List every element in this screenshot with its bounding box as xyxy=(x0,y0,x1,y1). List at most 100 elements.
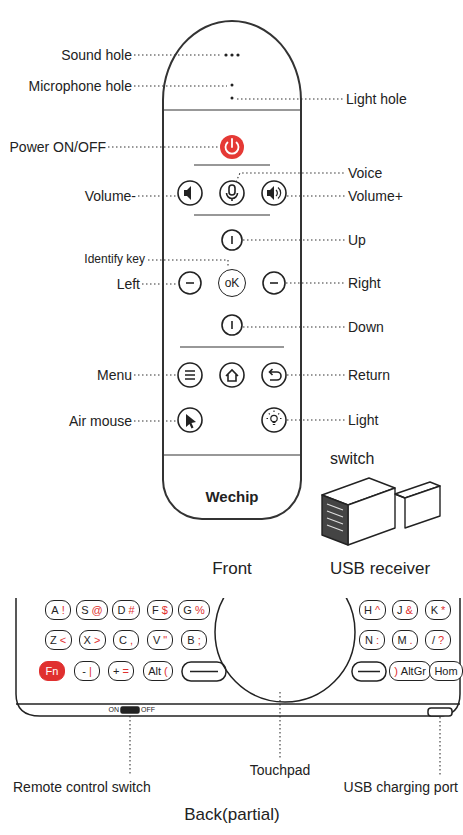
node-text: . xyxy=(410,634,413,646)
node-text: ? xyxy=(438,634,444,646)
part-label: Back(partial) xyxy=(184,805,279,825)
part-label: OFF xyxy=(141,706,155,714)
node-text: Fn xyxy=(46,665,59,677)
node-text: J xyxy=(397,604,403,616)
node-text: Wechip xyxy=(164,488,300,505)
node-text: M xyxy=(397,634,406,646)
keyboard-key: H^ xyxy=(359,600,386,620)
keyboard-key: -| xyxy=(74,661,100,681)
part-label: switch xyxy=(330,450,374,468)
keyboard-key: S@ xyxy=(76,600,108,620)
node-text: V xyxy=(153,634,160,646)
keyboard-key: V" xyxy=(147,630,173,650)
usb-receiver xyxy=(322,478,440,545)
node-text: / xyxy=(432,634,435,646)
keyboard-key: D# xyxy=(112,600,140,620)
part-label: Light hole xyxy=(346,91,407,107)
part-label: Sound hole xyxy=(61,47,132,63)
node-text: ^ xyxy=(375,604,380,616)
node-text: : xyxy=(376,634,379,646)
node-text: H xyxy=(364,604,372,616)
keyboard-key: += xyxy=(108,661,134,681)
node-text: A xyxy=(51,604,58,616)
keyboard-key: B; xyxy=(181,630,207,650)
part-label: Voice xyxy=(348,165,382,181)
node-text: - xyxy=(82,665,86,677)
back-panel xyxy=(16,562,460,716)
node-text: @ xyxy=(92,604,103,616)
part-label: Identify key xyxy=(84,253,145,267)
leader-lines xyxy=(108,55,440,775)
power-button xyxy=(220,135,244,159)
node-text: | xyxy=(89,665,92,677)
part-label: Down xyxy=(348,319,384,335)
node-text: AltGr xyxy=(401,665,426,677)
usb-port xyxy=(428,708,452,716)
node-text: G xyxy=(183,604,192,616)
node-text: N xyxy=(365,634,373,646)
keyboard-key: Hom xyxy=(429,661,463,681)
keyboard-key: F$ xyxy=(147,600,173,620)
node-text: * xyxy=(441,604,445,616)
keyboard-key: )AltGr xyxy=(389,661,431,681)
keyboard-key: Fn xyxy=(39,661,65,681)
node-text: > xyxy=(94,634,100,646)
node-text: ( xyxy=(164,665,168,677)
keyboard-key: K* xyxy=(425,600,451,620)
keyboard-key: Z< xyxy=(45,630,72,650)
keyboard-key: A! xyxy=(45,600,71,620)
part-label: ON xyxy=(109,706,120,714)
part-label: Return xyxy=(348,367,390,383)
part-label: Volume+ xyxy=(348,188,403,204)
part-label: Power ON/OFF xyxy=(10,139,106,155)
part-label: Remote control switch xyxy=(13,779,151,795)
part-label: Front xyxy=(212,559,252,579)
keyboard-key: C, xyxy=(113,630,139,650)
node-text: # xyxy=(128,604,134,616)
node-text: ! xyxy=(62,604,65,616)
holes xyxy=(224,53,239,99)
node-text: < xyxy=(60,634,66,646)
part-label: Volume- xyxy=(85,188,136,204)
node-text: & xyxy=(406,604,413,616)
node-text: " xyxy=(163,634,167,646)
part-label: Left xyxy=(117,276,140,292)
remote-dividers xyxy=(164,110,300,455)
node-text: = xyxy=(123,665,129,677)
part-label: USB charging port xyxy=(344,779,458,795)
keyboard-key: N: xyxy=(359,630,385,650)
part-label: Light xyxy=(348,412,378,428)
node-text: $ xyxy=(162,604,168,616)
node-text: oK xyxy=(225,276,240,290)
node-text: K xyxy=(431,604,438,616)
part-label: Microphone hole xyxy=(28,78,132,94)
remote-switch xyxy=(121,707,139,713)
node-text: ) xyxy=(394,665,398,677)
node-text: Alt xyxy=(148,665,161,677)
remote-body: Wechip oK xyxy=(162,20,302,520)
node-text: Z xyxy=(50,634,57,646)
part-label: Up xyxy=(348,232,366,248)
keyboard-key: G% xyxy=(178,600,210,620)
node-text: B xyxy=(187,634,194,646)
part-label: Right xyxy=(348,275,381,291)
part-label: USB receiver xyxy=(330,559,430,579)
node-text: + xyxy=(113,665,119,677)
ok-button: oK xyxy=(218,269,246,297)
node-text: F xyxy=(152,604,159,616)
node-text: S xyxy=(81,604,88,616)
node-text: % xyxy=(195,604,205,616)
node-text: Hom xyxy=(434,665,457,677)
part-label: Touchpad xyxy=(250,762,311,778)
keyboard-key: /? xyxy=(425,630,451,650)
node-text: X xyxy=(84,634,91,646)
buttons xyxy=(178,181,286,432)
node-text: C xyxy=(119,634,127,646)
node-text: D xyxy=(117,604,125,616)
part-label: Air mouse xyxy=(69,413,132,429)
node-text: ; xyxy=(198,634,201,646)
node-text: , xyxy=(130,634,133,646)
keyboard-key: Alt( xyxy=(143,661,173,681)
keyboard-key: M. xyxy=(392,630,418,650)
